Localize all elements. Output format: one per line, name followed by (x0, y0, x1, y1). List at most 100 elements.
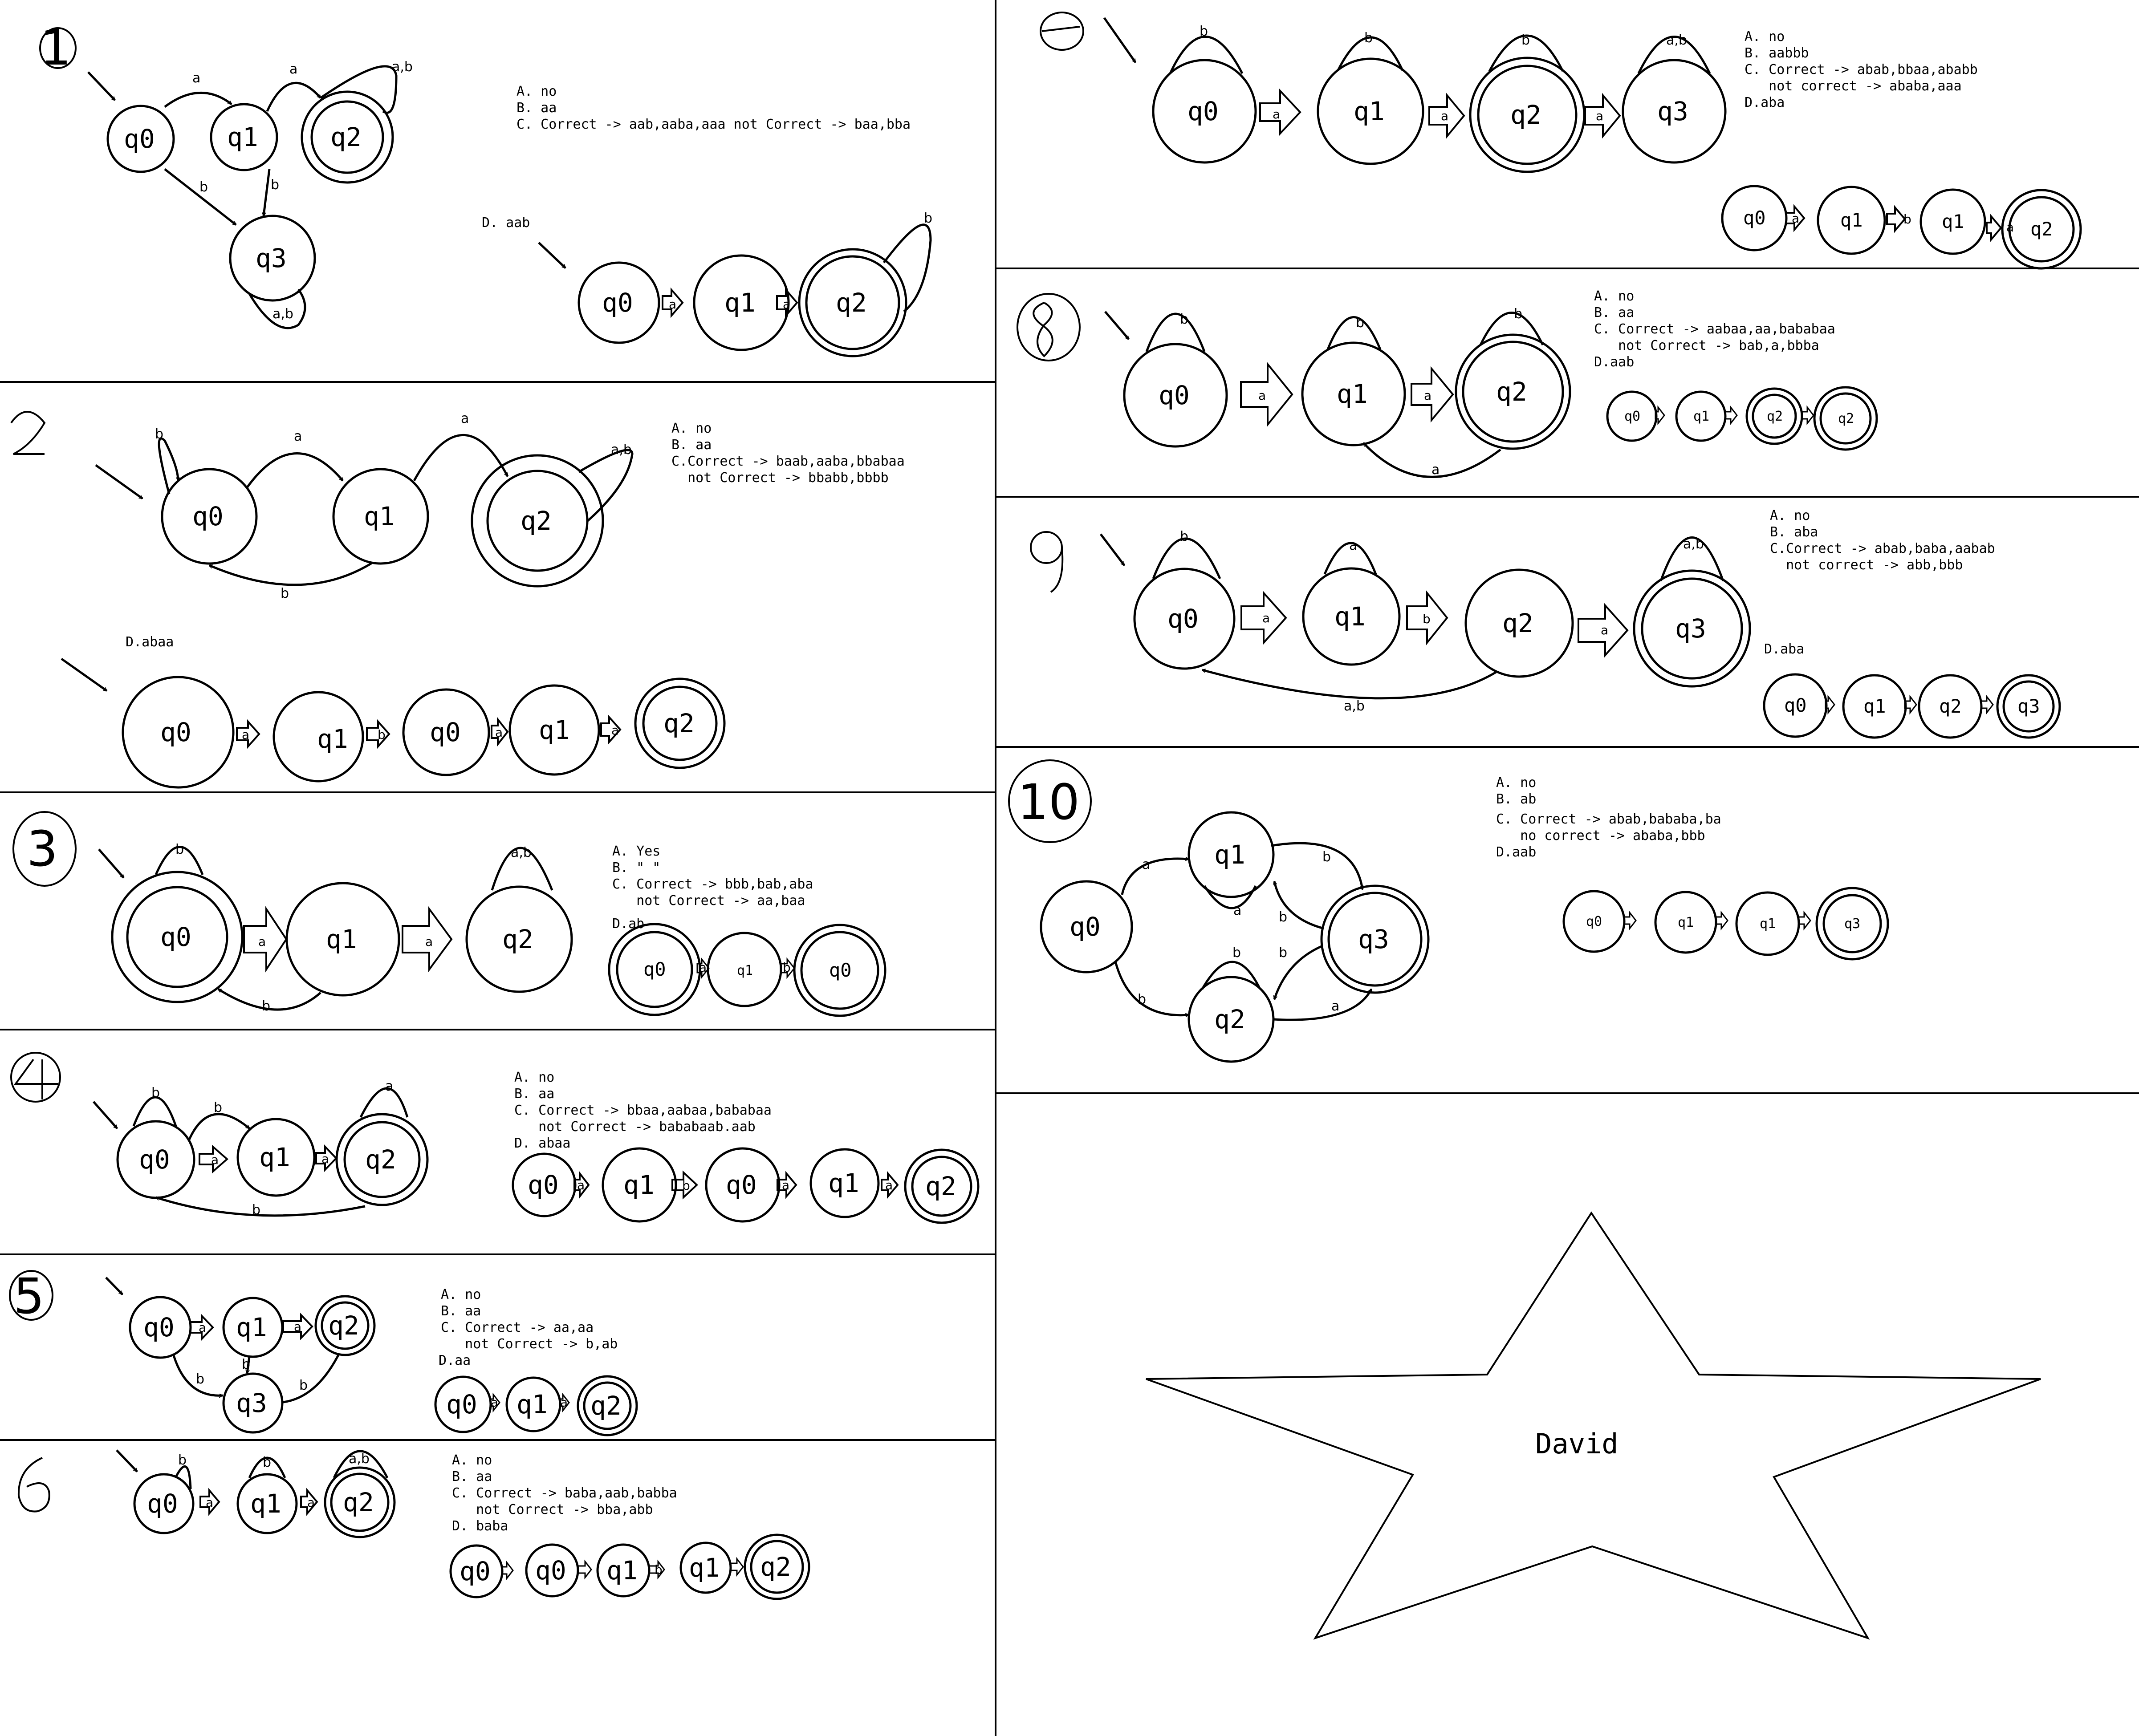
state-q3-final: q3 (1633, 569, 1751, 688)
problem-10: 10 q0 q1 q2 q3 a b a b b b b a A. no B. … (1008, 759, 1889, 1063)
star: David (1146, 1211, 2041, 1640)
svg-text:C. Correct -> abab,bababa,ba: C. Correct -> abab,bababa,ba (1496, 811, 1721, 827)
edge-q0-q1 (1240, 361, 1293, 427)
svg-text:q1: q1 (689, 1553, 720, 1583)
svg-text:a: a (1596, 109, 1603, 123)
loop-q2 (320, 65, 398, 114)
svg-text:not Correct -> bbabb,bbbb: not Correct -> bbabb,bbbb (671, 470, 889, 486)
svg-text:a: a (1142, 857, 1150, 872)
svg-text:a: a (425, 934, 433, 949)
svg-text:B. aa: B. aa (1594, 305, 1634, 320)
svg-text:b: b (196, 1371, 204, 1387)
loop-q1 (248, 1456, 286, 1479)
edge-q2-q0 (156, 1197, 366, 1217)
loop-q0 (158, 437, 178, 495)
svg-text:b: b (1364, 30, 1373, 46)
state-q1: q1 (1187, 811, 1275, 898)
edge-q1-q3 (247, 1356, 251, 1373)
edge-q0-q1 (1240, 590, 1287, 645)
state-q0: q0 (161, 468, 258, 565)
edge-q1-q2 (1411, 366, 1454, 423)
state-q1: q1 (1317, 57, 1424, 165)
state-q3: q3 (1622, 59, 1727, 164)
problem-8: q0 q1 q2 b a b a b a A. no B. aa C. Corr… (1017, 288, 1878, 478)
svg-text:a: a (577, 1178, 585, 1192)
state-q0: q0 (129, 1296, 192, 1359)
svg-text:q3: q3 (2017, 695, 2040, 717)
state-q1: q1 (285, 882, 400, 997)
svg-text:a: a (1273, 107, 1280, 122)
svg-text:A. no: A. no (1496, 775, 1536, 791)
svg-text:1: 1 (40, 19, 71, 76)
start-arrow (1103, 17, 1137, 62)
svg-text:a: a (1258, 388, 1266, 403)
loop-q0 (1169, 36, 1244, 74)
svg-text:a: a (669, 297, 676, 312)
svg-text:b: b (214, 1100, 222, 1115)
svg-text:a,b: a,b (392, 59, 413, 75)
svg-text:A. no: A. no (671, 421, 712, 436)
svg-text:not correct -> abb,bbb: not correct -> abb,bbb (1770, 557, 1963, 573)
loop-q3 (1637, 36, 1711, 74)
svg-text:b: b (252, 1202, 260, 1218)
svg-text:q1: q1 (227, 122, 258, 152)
answers-9: A. no B. aba C.Correct -> abab,baba,aaba… (1764, 508, 1995, 657)
loop-q1 (1323, 542, 1377, 575)
state-q2-final: q2 (1455, 333, 1571, 450)
svg-text:B. aabbb: B. aabbb (1745, 45, 1809, 61)
svg-text:b: b (1356, 315, 1364, 331)
svg-text:a,b: a,b (1344, 698, 1365, 714)
state-q2: q2 (465, 885, 573, 993)
svg-text:q1: q1 (1760, 916, 1776, 932)
state-q3-final: q3 (1320, 884, 1430, 994)
svg-text:a: a (1331, 998, 1339, 1014)
edge-q0-q1 (246, 452, 344, 488)
svg-text:D.aba: D.aba (1745, 95, 1785, 110)
svg-text:b: b (783, 960, 791, 975)
loop-q0 (132, 1096, 177, 1127)
start-arrow (95, 464, 142, 500)
svg-text:a: a (885, 1178, 893, 1192)
svg-text:b: b (1180, 529, 1188, 544)
svg-text:a: a (1349, 538, 1357, 553)
edge-q3-q2 (1274, 945, 1323, 999)
svg-text:q2: q2 (925, 1171, 956, 1201)
svg-text:b: b (682, 1178, 690, 1193)
svg-text:b: b (1232, 945, 1241, 961)
trace-2: q0 a q1 b q0 a q1 a q2 (122, 676, 726, 789)
edge-q1-q0 (218, 988, 321, 1011)
svg-text:C. Correct -> aab,aaba,aaa not: C. Correct -> aab,aaba,aaa not Correct -… (516, 117, 911, 132)
loop-q0 (175, 1465, 192, 1489)
svg-text:q2: q2 (1214, 1004, 1245, 1034)
trace-8: q0 q1 q2 q2 (1606, 386, 1878, 451)
svg-text:q0: q0 (829, 959, 852, 981)
svg-text:q0: q0 (1159, 380, 1190, 410)
svg-text:q3: q3 (1657, 96, 1688, 126)
answers-5: A. no B. aa C. Correct -> aa,aa not Corr… (439, 1287, 618, 1368)
svg-text:q2: q2 (521, 506, 552, 536)
edge-q1-q2 (402, 906, 453, 973)
loop-q3 (248, 288, 306, 329)
svg-text:a: a (1441, 109, 1448, 123)
edge-q1-q3 (1271, 842, 1362, 889)
start-arrow (1104, 311, 1130, 339)
start-arrow (87, 71, 116, 100)
edge-q0-q1 (199, 1488, 220, 1516)
svg-text:a: a (307, 1495, 315, 1510)
svg-text:not Correct -> b,ab: not Correct -> b,ab (441, 1336, 618, 1352)
trace-10: q0 q1 q1 q3 (1562, 887, 1889, 961)
star-name: David (1535, 1428, 1618, 1460)
loop-q3 (1659, 536, 1724, 581)
svg-text:b: b (1180, 312, 1188, 327)
svg-text:q1: q1 (1942, 211, 1964, 232)
svg-text:q0: q0 (602, 288, 633, 318)
svg-text:q0: q0 (430, 717, 461, 747)
svg-text:C. Correct -> aa,aa: C. Correct -> aa,aa (441, 1320, 594, 1335)
svg-text:a,b: a,b (1683, 536, 1704, 552)
svg-text:q1: q1 (539, 715, 570, 745)
svg-text:a: a (199, 1320, 206, 1335)
state-q1: q1 (222, 1297, 284, 1358)
svg-text:q1: q1 (1337, 379, 1368, 409)
state-q1: q1 (1302, 567, 1401, 666)
